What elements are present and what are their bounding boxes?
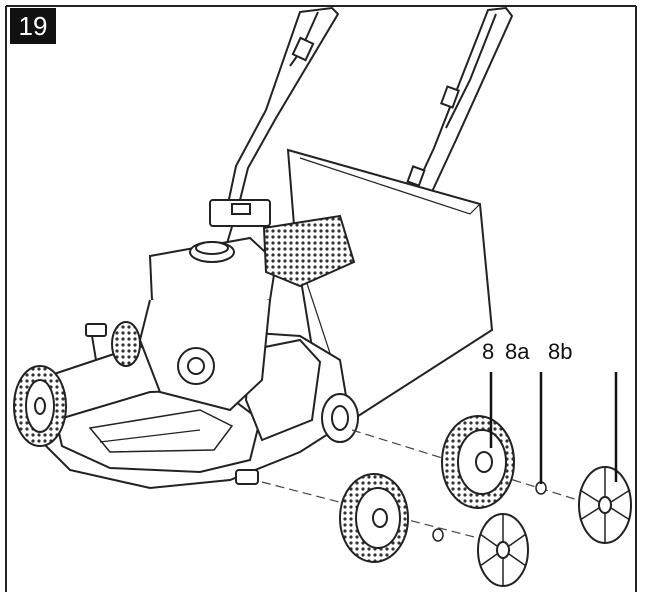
exploded-wheel-8 <box>441 415 515 509</box>
callout-label-8a: 8a <box>505 339 530 364</box>
rear-hub <box>321 393 359 443</box>
step-number-badge: 19 <box>10 8 56 44</box>
engine <box>138 199 278 412</box>
exploded-wheel-lower <box>339 473 409 563</box>
callout-leaders <box>489 372 618 484</box>
exploded-hubcap-lower <box>477 513 529 587</box>
explode-axis-lines <box>261 429 611 546</box>
front-wheels <box>13 321 141 447</box>
exploded-washer-lower <box>432 528 444 542</box>
exploded-hubcap-8b <box>578 466 632 544</box>
callout-label-8b: 8b <box>548 339 573 364</box>
callout-label-8: 8 <box>482 339 495 364</box>
engine-fins <box>262 214 356 288</box>
border-lines <box>5 5 637 592</box>
